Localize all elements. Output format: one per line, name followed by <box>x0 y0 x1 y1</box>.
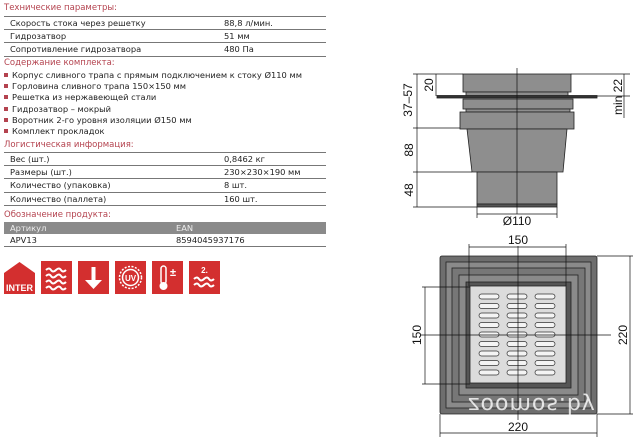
second-level-waves-icon: 2. <box>189 261 220 294</box>
row-label: Вес (шт.) <box>10 154 50 164</box>
grate-slot <box>506 322 528 328</box>
dim-grate-width: 150 <box>508 233 528 247</box>
header-article: Артикул <box>10 223 47 233</box>
down-arrow-icon <box>78 261 109 294</box>
table-row: Количество (паллета) 160 шт. <box>4 193 326 206</box>
table-row: Размеры (шт.) 230×230×190 мм <box>4 166 326 180</box>
feature-icons: INTER UV ± 2. <box>4 261 220 294</box>
row-value: 230×230×190 мм <box>224 167 301 178</box>
row-label: Скорость стока через решетку <box>10 18 146 28</box>
inter-label: INTER <box>6 283 34 293</box>
grate-slot <box>478 293 500 300</box>
table-row: Вес (шт.) 0,8462 кг <box>4 153 326 167</box>
dim-outer-width: 220 <box>508 420 528 434</box>
dim-mid: 88 <box>402 143 416 157</box>
dim-diameter: Ø110 <box>503 214 532 228</box>
thermometer-icon: ± <box>152 261 183 294</box>
list-item: Корпус сливного трапа с прямым подключен… <box>3 70 302 81</box>
row-value: 160 шт. <box>224 193 258 204</box>
inter-house-icon: INTER <box>4 261 35 294</box>
grate-slot <box>506 303 528 309</box>
uv-icon: UV <box>115 261 146 294</box>
watermark: zoomos.by <box>468 392 596 417</box>
water-waves-icon <box>41 261 72 294</box>
level-label: 2. <box>201 266 208 275</box>
grate-slot <box>534 312 556 319</box>
grate-slot <box>534 360 556 366</box>
row-label: Размеры (шт.) <box>10 167 72 178</box>
grate-slot <box>478 312 500 319</box>
tech-params-title: Технические параметры: <box>4 3 117 13</box>
grate-slot <box>534 350 556 357</box>
list-item: Гидрозатвор – мокрый <box>3 104 302 115</box>
list-item: Воротник 2-го уровня изоляции Ø150 мм <box>3 115 302 126</box>
list-item: Комплект прокладок <box>3 126 302 137</box>
dim-top: 20 <box>422 78 436 92</box>
grate-slot <box>534 293 556 300</box>
row-value: 0,8462 кг <box>224 154 266 164</box>
table-row: Количество (упаковка) 8 шт. <box>4 179 326 193</box>
product-title: Обозначение продукта: <box>4 210 111 220</box>
grate-slot <box>478 360 500 366</box>
header-ean: EAN <box>176 223 194 233</box>
kit-list: Корпус сливного трапа с прямым подключен… <box>3 70 302 137</box>
grate-slot <box>534 303 556 309</box>
grate-slot <box>506 350 528 357</box>
grate-slot <box>506 360 528 366</box>
table-header: Артикул EAN <box>4 222 326 235</box>
row-label: Количество (паллета) <box>10 193 107 204</box>
list-item: Решетка из нержавеющей стали <box>3 92 302 103</box>
product-table: Артикул EAN APV13 8594045937176 <box>4 222 326 248</box>
plus-minus-label: ± <box>170 267 176 279</box>
table-row: APV13 8594045937176 <box>4 234 326 248</box>
logistics-table: Вес (шт.) 0,8462 кг Размеры (шт.) 230×230×… <box>4 152 326 206</box>
grate-slot <box>478 350 500 357</box>
grate-slot <box>534 341 556 347</box>
grate-slot <box>506 293 528 300</box>
dim-bottom: 48 <box>402 183 416 197</box>
row-value: 8 шт. <box>224 180 247 191</box>
row-label: Гидрозатвор <box>10 31 67 42</box>
grate-slot <box>478 341 500 347</box>
grate-slot <box>506 341 528 347</box>
dim-grate-height: 150 <box>410 325 424 345</box>
table-row: Сопротивление гидрозатвора 480 Па <box>4 43 326 57</box>
grate-slot <box>478 331 500 338</box>
ean-value: 8594045937176 <box>176 235 245 246</box>
kit-title: Содержание комплекта: <box>4 58 115 68</box>
dim-min: min 22 <box>611 79 625 115</box>
grate-slot <box>478 322 500 328</box>
grate-slot <box>478 369 500 376</box>
grate-slot <box>534 331 556 338</box>
row-label: Сопротивление гидрозатвора <box>10 44 142 55</box>
dim-total: 37–57 <box>401 83 415 117</box>
table-row: Скорость стока через решетку 88,8 л/мин. <box>4 17 326 31</box>
grate-slots <box>478 293 556 376</box>
grate-slot <box>534 369 556 376</box>
grate-slot <box>478 303 500 309</box>
grate-slot <box>534 322 556 328</box>
row-label: Количество (упаковка) <box>10 180 111 191</box>
row-value: 51 мм <box>224 31 250 42</box>
uv-label: UV <box>125 274 137 283</box>
logistics-title: Логистическая информация: <box>4 140 134 150</box>
list-item: Горловина сливного трапа 150×150 мм <box>3 81 302 92</box>
article-value: APV13 <box>10 235 37 246</box>
row-value: 88,8 л/мин. <box>224 18 273 28</box>
grate-slot <box>506 369 528 376</box>
grate-slot <box>506 331 528 338</box>
table-row: Гидрозатвор 51 мм <box>4 30 326 44</box>
grate-slot <box>506 312 528 319</box>
row-value: 480 Па <box>224 44 254 55</box>
dim-outer-height: 220 <box>616 325 630 345</box>
